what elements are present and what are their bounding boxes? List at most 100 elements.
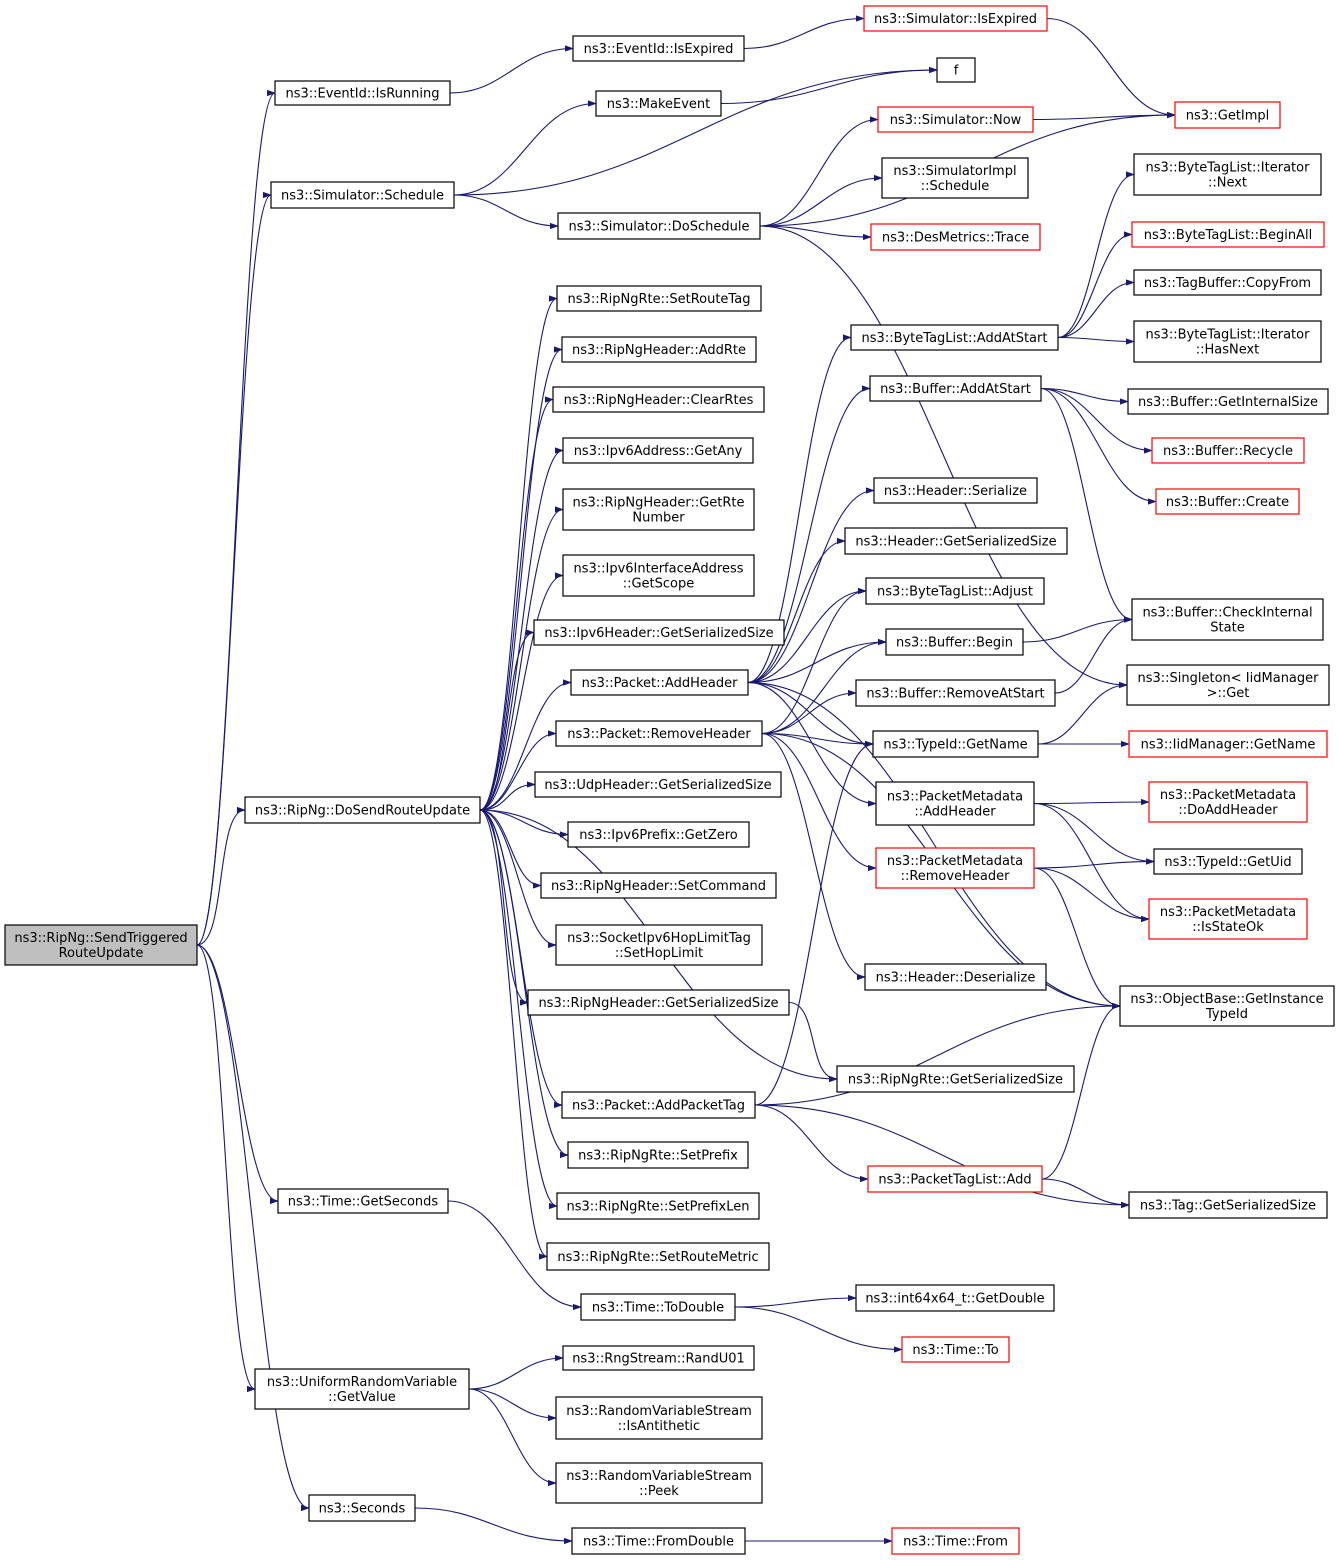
node-evexpired[interactable]: ns3::EventId::IsExpired [572,35,745,62]
node-box[interactable] [533,619,785,646]
node-box[interactable] [885,628,1024,656]
node-btlithasnext[interactable]: ns3::ByteTagList::Iterator::HasNext [1133,320,1322,363]
node-box[interactable] [567,821,750,848]
node-randu01[interactable]: ns3::RngStream::RandU01 [562,1345,755,1371]
node-box[interactable] [4,924,198,966]
node-getscope[interactable]: ns3::Ipv6InterfaceAddress::GetScope [562,554,755,597]
node-box[interactable] [552,386,765,413]
node-hdrsersize[interactable]: ns3::Header::GetSerializedSize [844,527,1068,555]
node-setroutetag[interactable]: ns3::RipNgRte::SetRouteTag [556,285,762,312]
node-box[interactable] [1127,388,1329,415]
node-setprefix[interactable]: ns3::RipNgRte::SetPrefix [567,1141,749,1169]
node-getseconds[interactable]: ns3::Time::GetSeconds [277,1188,449,1214]
node-schedule[interactable]: ns3::Simulator::Schedule [270,181,455,209]
node-box[interactable] [870,223,1041,251]
node-pmremoveheader[interactable]: ns3::PacketMetadata::RemoveHeader [875,847,1035,889]
node-box[interactable] [869,375,1042,402]
node-box[interactable] [556,285,762,312]
node-ipv6any[interactable]: ns3::Ipv6Address::GetAny [562,437,754,464]
node-box[interactable] [836,1065,1075,1093]
node-box[interactable] [555,1396,763,1440]
node-box[interactable] [1126,664,1330,706]
node-peek[interactable]: ns3::RandomVariableStream::Peek [555,1462,763,1504]
node-box[interactable] [270,181,455,209]
node-box[interactable] [562,488,755,531]
node-getimpl[interactable]: ns3::GetImpl [1174,101,1281,129]
node-box[interactable] [561,1091,756,1119]
node-box[interactable] [546,1242,770,1271]
node-box[interactable] [1148,898,1308,940]
node-btlitnext[interactable]: ns3::ByteTagList::Iterator::Next [1133,153,1322,196]
node-setcommand[interactable]: ns3::RipNgHeader::SetCommand [540,872,777,899]
node-box[interactable] [1151,437,1305,464]
node-box[interactable] [1133,269,1322,296]
node-dosend[interactable]: ns3::RipNg::DoSendRouteUpdate [244,796,481,824]
node-rtesersize[interactable]: ns3::RipNgRte::GetSerializedSize [836,1065,1075,1093]
node-box[interactable] [540,872,777,899]
node-box[interactable] [872,730,1039,758]
node-box[interactable] [562,1345,755,1371]
node-makeevent[interactable]: ns3::MakeEvent [595,90,722,117]
node-simexpired[interactable]: ns3::Simulator::IsExpired [863,5,1048,32]
node-box[interactable] [863,5,1048,32]
node-box[interactable] [881,157,1029,199]
node-box[interactable] [556,1192,760,1220]
node-box[interactable] [855,1284,1055,1312]
node-udphdrsize[interactable]: ns3::UdpHeader::GetSerializedSize [534,771,782,798]
node-box[interactable] [244,796,481,824]
node-box[interactable] [867,1165,1043,1193]
node-bufaddatstart[interactable]: ns3::Buffer::AddAtStart [869,375,1042,402]
node-box[interactable] [595,90,722,117]
node-box[interactable] [1128,1191,1328,1219]
node-box[interactable] [562,554,755,597]
node-iidgetname[interactable]: ns3::IidManager::GetName [1128,730,1328,758]
node-ripnghdrsize[interactable]: ns3::RipNgHeader::GetSerializedSize [527,989,790,1016]
node-f[interactable]: f [936,57,976,83]
node-addpackettag[interactable]: ns3::Packet::AddPacketTag [561,1091,756,1119]
node-box[interactable] [1128,730,1328,758]
node-bufremoveatstart[interactable]: ns3::Buffer::RemoveAtStart [855,679,1056,707]
node-box[interactable] [580,1293,736,1321]
node-singleton[interactable]: ns3::Singleton< IidManager>::Get [1126,664,1330,706]
node-bufinternalsize[interactable]: ns3::Buffer::GetInternalSize [1127,388,1329,415]
node-doschedule[interactable]: ns3::Simulator::DoSchedule [557,212,761,240]
node-getdouble[interactable]: ns3::int64x64_t::GetDouble [855,1284,1055,1312]
node-box[interactable] [1153,848,1303,875]
node-box[interactable] [567,1141,749,1169]
node-fromdouble[interactable]: ns3::Time::FromDouble [571,1527,746,1555]
node-box[interactable] [1133,320,1322,363]
node-isantithetic[interactable]: ns3::RandomVariableStream::IsAntithetic [555,1396,763,1440]
node-box[interactable] [901,1336,1010,1363]
node-box[interactable] [1133,153,1322,196]
node-box[interactable] [891,1527,1020,1555]
node-box[interactable] [1131,598,1324,641]
node-ptladd[interactable]: ns3::PacketTagList::Add [867,1165,1043,1193]
node-box[interactable] [570,669,749,696]
node-box[interactable] [308,1494,416,1522]
node-typeidgetname[interactable]: ns3::TypeId::GetName [872,730,1039,758]
node-box[interactable] [1131,221,1325,248]
node-box[interactable] [555,1462,763,1504]
node-box[interactable] [855,679,1056,707]
node-pmaddheader[interactable]: ns3::PacketMetadata::AddHeader [875,781,1035,826]
node-addheader[interactable]: ns3::Packet::AddHeader [570,669,749,696]
node-box[interactable] [254,1368,470,1410]
node-box[interactable] [274,80,451,106]
node-btladjust[interactable]: ns3::ByteTagList::Adjust [865,577,1045,605]
node-btlbeginall[interactable]: ns3::ByteTagList::BeginAll [1131,221,1325,248]
node-clearrtes[interactable]: ns3::RipNgHeader::ClearRtes [552,386,765,413]
node-btladdatstart[interactable]: ns3::ByteTagList::AddAtStart [850,324,1059,351]
node-box[interactable] [877,106,1034,133]
node-prefixzero[interactable]: ns3::Ipv6Prefix::GetZero [567,821,750,848]
node-box[interactable] [1174,101,1281,129]
node-ipv6hdrsize[interactable]: ns3::Ipv6Header::GetSerializedSize [533,619,785,646]
node-box[interactable] [555,924,763,966]
node-removeheader[interactable]: ns3::Packet::RemoveHeader [555,720,763,747]
node-bufrecycle[interactable]: ns3::Buffer::Recycle [1151,437,1305,464]
node-timeto[interactable]: ns3::Time::To [901,1336,1010,1363]
node-box[interactable] [561,336,757,363]
node-setroutemetric[interactable]: ns3::RipNgRte::SetRouteMetric [546,1242,770,1271]
node-tbcopyfrom[interactable]: ns3::TagBuffer::CopyFrom [1133,269,1322,296]
